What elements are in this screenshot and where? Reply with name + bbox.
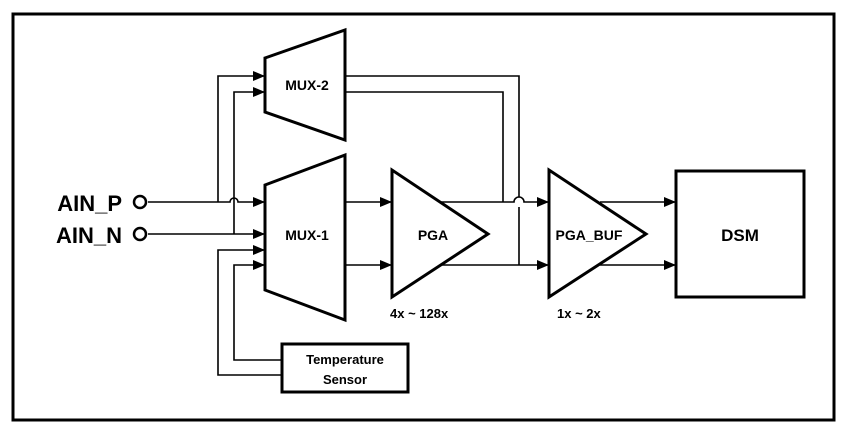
arrow-icon: [664, 197, 676, 207]
mux2-block: [263, 27, 347, 143]
mux2-label: MUX-2: [285, 77, 329, 93]
temperature-sensor-block: [280, 342, 410, 394]
wire-mux2-out-1: [345, 75, 520, 265]
arrow-icon: [253, 245, 265, 255]
mux1-block: [263, 152, 347, 323]
arrow-icon: [253, 71, 265, 81]
arrow-icon: [664, 260, 676, 270]
wire-ain-p: [148, 197, 265, 203]
ain-n-terminal: [132, 226, 148, 242]
pga-buf-label: PGA_BUF: [556, 227, 623, 243]
arrowheads: [253, 71, 676, 270]
arrow-icon: [253, 229, 265, 239]
pga-label: PGA: [418, 227, 448, 243]
outer-frame: [11, 12, 836, 422]
ain-p-terminal: [132, 194, 148, 210]
arrow-icon: [537, 197, 549, 207]
temperature-sensor-label-line1: Temperature: [306, 352, 384, 367]
wire-temp-upper: [233, 264, 282, 361]
dsm-label: DSM: [721, 226, 759, 245]
wire-ain-n-to-mux2: [233, 91, 265, 234]
pga-gain-label: 4x ~ 128x: [390, 306, 449, 321]
wire-pga-buf-top: [440, 196, 549, 203]
arrow-icon: [253, 197, 265, 207]
arrow-icon: [537, 260, 549, 270]
dsm-block: [674, 169, 806, 299]
arrow-icon: [253, 87, 265, 97]
wire-ain-p-to-mux2: [217, 75, 265, 202]
arrow-icon: [380, 197, 392, 207]
mux1-label: MUX-1: [285, 227, 329, 243]
ain-n-label: AIN_N: [56, 223, 122, 248]
wire-mux2-out-2: [345, 91, 504, 202]
temperature-sensor-label-line2: Sensor: [323, 372, 367, 387]
wire-temp-lower: [217, 249, 282, 376]
ain-p-label: AIN_P: [57, 191, 122, 216]
arrow-icon: [380, 260, 392, 270]
pga-buf-block: [547, 167, 649, 300]
arrow-icon: [253, 260, 265, 270]
pga-block: [390, 167, 491, 300]
pga-buf-gain-label: 1x ~ 2x: [557, 306, 602, 321]
